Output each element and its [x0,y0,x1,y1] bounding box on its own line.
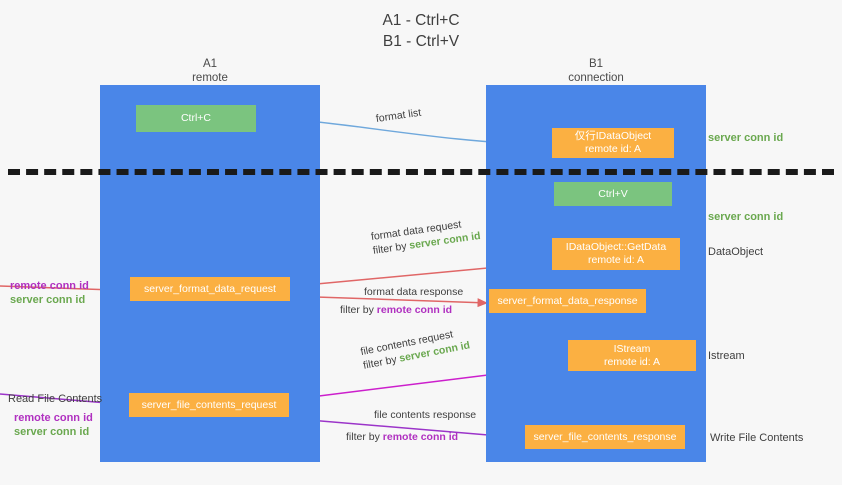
box-server-file-contents-response-label: server_file_contents_response [533,430,677,443]
title-line-1: A1 - Ctrl+C [382,12,460,29]
label-group-upper-conn-ids: remote conn id server conn id [10,279,89,307]
lane-b1-name: B1 [588,58,604,70]
box-ctrl-c-label: Ctrl+C [180,112,212,124]
filter-key-remote-conn-id: remote conn id [382,431,459,443]
label-write-file-contents: Write File Contents [710,432,804,444]
box-ctrl-v[interactable]: Ctrl+V [554,182,672,206]
label-read-file-contents: Read File Contents [8,393,103,405]
filter-prefix: filter by [346,431,383,443]
label-group-lower-conn-ids: remote conn id server conn id [14,411,93,439]
box-getdata-line1: IDataObject::GetData [565,241,667,253]
box-getdata-line2: remote id: A [587,254,645,266]
page-title: A1 - Ctrl+C B1 - Ctrl+V [0,10,842,52]
label-remote-conn-id-upper: remote conn id [10,280,89,292]
edge-label-format-data-response: format data response filter by remote co… [340,285,464,317]
label-server-conn-id-mid: server conn id [708,211,784,223]
label-server-conn-id-top: server conn id [708,132,784,144]
edge-format-data-response-title: format data response [364,286,464,298]
box-istream-line2: remote id: A [603,355,661,368]
edge-file-contents-response-filter: filter by remote conn id [346,430,476,444]
filter-key-remote-conn-id: remote conn id [376,304,453,316]
title-line-2: B1 - Ctrl+V [382,33,460,50]
lane-a1-sub: remote [192,71,228,84]
label-dataobject: DataObject [708,246,764,258]
box-server-format-data-response-label: server_format_data_response [497,294,638,307]
box-server-format-data-request-label: server_format_data_request [144,282,276,295]
box-fake-idataobject-line1: 仅行IDataObject [574,130,652,142]
label-server-conn-id-upper: server conn id [10,294,86,306]
label-istream: Istream [708,350,745,362]
lane-header-a1: A1 remote [100,58,320,85]
box-istream[interactable]: IStream remote id: A [568,340,696,371]
box-server-format-data-request[interactable]: server_format_data_request [130,277,290,301]
box-ctrl-v-label: Ctrl+V [598,187,628,200]
edge-label-file-contents-response: file contents response filter by remote … [346,408,477,444]
box-server-format-data-response[interactable]: server_format_data_response [489,289,646,313]
box-server-file-contents-request[interactable]: server_file_contents_request [129,393,289,417]
box-ctrl-c[interactable]: Ctrl+C [136,105,256,132]
box-istream-line1: IStream [613,342,651,355]
label-remote-conn-id-lower: remote conn id [14,412,93,424]
box-idataobject-getdata[interactable]: IDataObject::GetData remote id: A [552,238,680,270]
box-fake-idataobject-line2: remote id: A [584,143,642,155]
dashed-separator [8,169,834,175]
lane-b1-sub: connection [568,71,624,84]
lane-header-b1: B1 connection [486,58,706,85]
lane-a1-name: A1 [202,58,218,70]
box-server-file-contents-request-label: server_file_contents_request [141,398,277,411]
edge-file-contents-response-title: file contents response [374,409,477,421]
box-fake-idataobject[interactable]: 仅行IDataObject remote id: A [552,128,674,158]
label-server-conn-id-lower: server conn id [14,426,90,438]
edge-format-data-response-filter: filter by remote conn id [340,303,463,317]
box-server-file-contents-response[interactable]: server_file_contents_response [525,425,685,449]
filter-prefix: filter by [340,304,377,316]
